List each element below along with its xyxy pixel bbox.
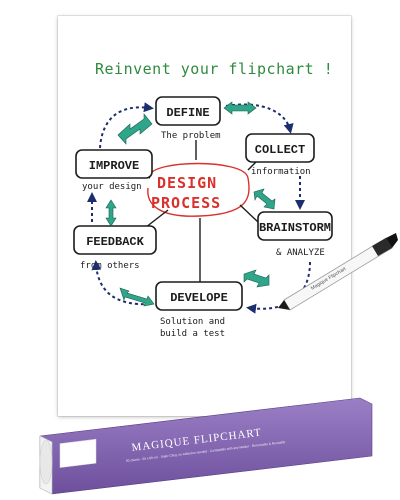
step-define-note: The problem [161,131,221,141]
step-improve-note: your design [82,182,142,192]
step-brainstorm-note: & ANALYZE [276,248,325,258]
double-arrow-2 [223,101,257,115]
step-improve-title: IMPROVE [89,159,139,173]
step-develope-title: DEVELOPE [170,291,228,305]
double-arrow-3 [253,188,276,210]
product-package: MAGIQUE FLIPCHART 20 sheets · 60 x 80 cm… [39,397,373,495]
double-arrow-4 [243,269,270,288]
step-feedback-box [73,225,157,255]
step-feedback-title: FEEDBACK [86,235,144,249]
step-brainstorm: BRAINSTORM & ANALYZE [257,211,333,258]
headline-text: Reinvent your flipchart ! [95,60,333,78]
step-define-box [155,96,221,126]
step-define: DEFINE The problem [155,96,221,141]
center-title-line1: DESIGN [157,174,217,192]
double-arrow-1 [117,113,153,145]
step-improve-box [75,149,153,179]
step-collect-note: information [251,167,311,177]
roll-window [59,438,97,468]
step-develope: DEVELOPE Solution and build a test [155,281,243,339]
step-define-title: DEFINE [166,106,209,120]
step-develope-note: Solution and [160,317,225,327]
roll-end [39,439,53,485]
double-arrow-6 [105,199,117,227]
double-arrow-5 [119,287,155,307]
step-develope-box [155,281,243,311]
step-collect: COLLECT information [245,133,315,177]
step-feedback: FEEDBACK from others [73,225,157,271]
green-double-arrows [105,101,276,307]
step-develope-note2: build a test [160,329,225,339]
marker-pen: Magique Flipchart [278,233,398,311]
step-collect-box [245,133,315,163]
step-collect-title: COLLECT [255,143,305,157]
step-improve: IMPROVE your design [75,149,153,192]
center-title-line2: PROCESS [151,194,221,212]
step-brainstorm-title: BRAINSTORM [259,221,331,235]
step-brainstorm-box [257,211,333,241]
center-ring [147,162,250,217]
step-feedback-note: from others [80,261,140,271]
